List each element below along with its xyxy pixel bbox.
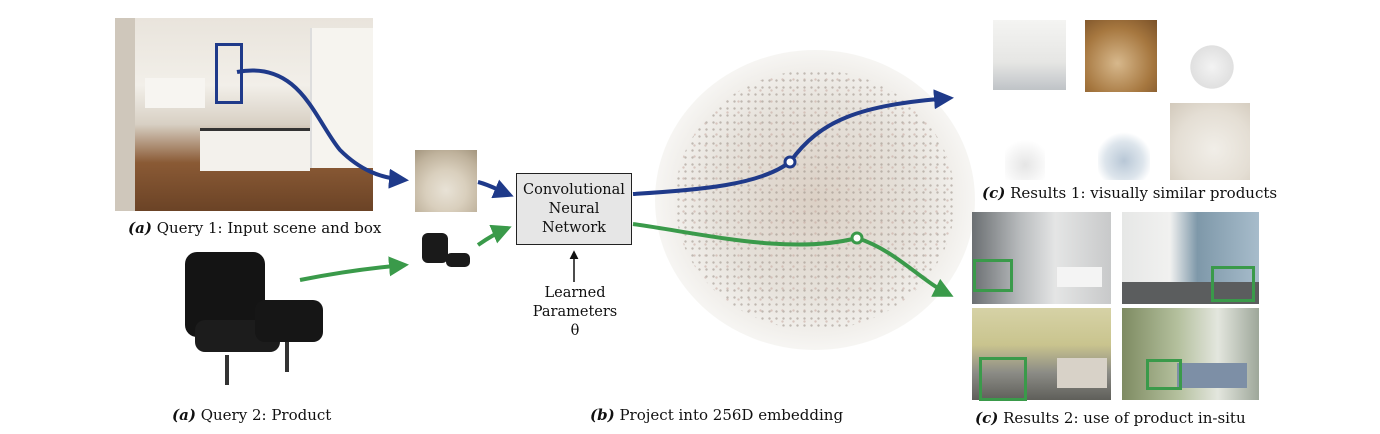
result2-box-2	[1211, 266, 1255, 302]
blue-embedding-point	[783, 155, 797, 169]
result2-image-3	[972, 308, 1111, 400]
green-arrow-crop-to-cnn	[476, 224, 512, 247]
chair-crop-image	[416, 225, 476, 283]
result2-box-3	[979, 357, 1027, 401]
caption-query2-label: (a)	[172, 406, 196, 424]
caption-embedding-text: Project into 256D embedding	[619, 406, 844, 424]
caption-results1-text: Results 1: visually similar products	[1010, 184, 1278, 202]
caption-results2-text: Results 2: use of product in-situ	[1003, 409, 1246, 427]
caption-query2: (a) Query 2: Product	[172, 406, 331, 424]
result1-image-6	[1170, 103, 1250, 180]
cnn-block: Convolutional Neural Network	[516, 173, 632, 245]
caption-embedding-label: (b)	[590, 406, 615, 424]
lamp-crop-image	[415, 150, 477, 212]
learned-parameters-label: Learned Parameters θ	[530, 284, 620, 341]
green-embedding-point	[850, 231, 864, 245]
learned-line-2: Parameters θ	[532, 304, 618, 339]
learned-line-1: Learned	[544, 285, 606, 301]
caption-query1-label: (a)	[128, 219, 152, 237]
result2-box-1	[973, 259, 1013, 292]
lounge-chair-product-image	[175, 250, 330, 395]
result1-image-4	[1005, 105, 1045, 180]
blue-arrow-cnn-to-results	[632, 89, 954, 196]
caption-results2-label: (c)	[975, 409, 999, 427]
blue-arrow-scene-to-crop	[236, 68, 409, 189]
caption-results1: (c) Results 1: visually similar products	[982, 184, 1277, 202]
green-arrow-cnn-to-results	[632, 222, 954, 297]
result1-image-1	[993, 20, 1066, 90]
result2-image-2	[1122, 212, 1259, 304]
caption-results2: (c) Results 2: use of product in-situ	[975, 409, 1246, 427]
result1-image-5	[1098, 103, 1150, 180]
caption-embedding: (b) Project into 256D embedding	[590, 406, 843, 424]
result2-box-4	[1146, 359, 1182, 390]
green-arrow-product-to-crop	[299, 256, 409, 282]
caption-query1-text: Query 1: Input scene and box	[156, 219, 382, 237]
blue-arrow-crop-to-cnn	[477, 179, 514, 199]
cnn-line-1: Convolutional	[523, 181, 625, 198]
caption-query2-text: Query 2: Product	[200, 406, 332, 424]
kitchen-scene-image	[115, 18, 373, 211]
result2-image-4	[1122, 308, 1259, 400]
result2-image-1	[972, 212, 1111, 304]
embedding-texture	[675, 70, 955, 330]
query-box-blue	[215, 43, 243, 104]
cnn-line-3: Network	[542, 219, 606, 236]
caption-query1: (a) Query 1: Input scene and box	[128, 219, 381, 237]
result1-image-2	[1085, 20, 1157, 92]
result1-image-3	[1180, 15, 1244, 95]
cnn-line-2: Neural	[548, 200, 600, 217]
caption-results1-label: (c)	[982, 184, 1006, 202]
